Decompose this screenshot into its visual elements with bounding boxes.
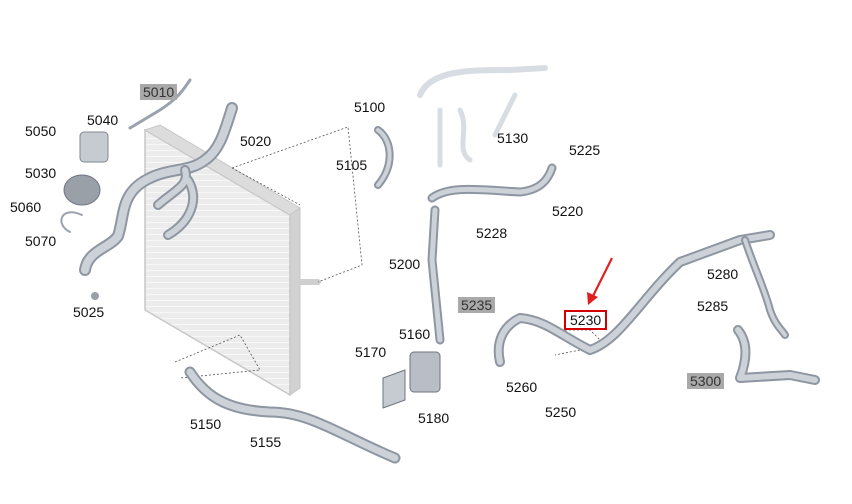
hoses-right xyxy=(184,65,820,464)
part-label-5285: 5285 xyxy=(697,298,729,314)
part-label-5020: 5020 xyxy=(240,133,272,149)
part-label-5040: 5040 xyxy=(87,112,119,128)
part-label-5025: 5025 xyxy=(73,304,105,320)
part-label-5070: 5070 xyxy=(25,233,57,249)
part-label-5235: 5235 xyxy=(458,297,496,313)
part-label-5300: 5300 xyxy=(687,373,725,389)
part-label-5180: 5180 xyxy=(418,410,450,426)
part-label-5228: 5228 xyxy=(476,225,508,241)
part-label-5160: 5160 xyxy=(399,326,431,342)
radiator xyxy=(143,124,321,397)
part-label-5050: 5050 xyxy=(25,123,57,139)
part-label-5105: 5105 xyxy=(336,157,368,173)
part-label-5230-highlighted: 5230 xyxy=(564,310,608,330)
part-label-5100: 5100 xyxy=(354,99,386,115)
part-label-5200: 5200 xyxy=(389,256,421,272)
part-label-5060: 5060 xyxy=(10,199,42,215)
part-label-5170: 5170 xyxy=(355,344,387,360)
part-label-5250: 5250 xyxy=(545,404,577,420)
part-label-5010: 5010 xyxy=(140,84,178,100)
part-label-5030: 5030 xyxy=(25,165,57,181)
leader-lines xyxy=(174,126,606,379)
part-label-5260: 5260 xyxy=(506,379,538,395)
part-label-5155: 5155 xyxy=(250,434,282,450)
highlight-arrow xyxy=(587,257,613,305)
hoses-left xyxy=(60,78,238,300)
part-label-5130: 5130 xyxy=(497,130,529,146)
part-label-5220: 5220 xyxy=(552,203,584,219)
part-label-5225: 5225 xyxy=(569,142,601,158)
part-label-5150: 5150 xyxy=(190,416,222,432)
part-label-5280: 5280 xyxy=(707,266,739,282)
